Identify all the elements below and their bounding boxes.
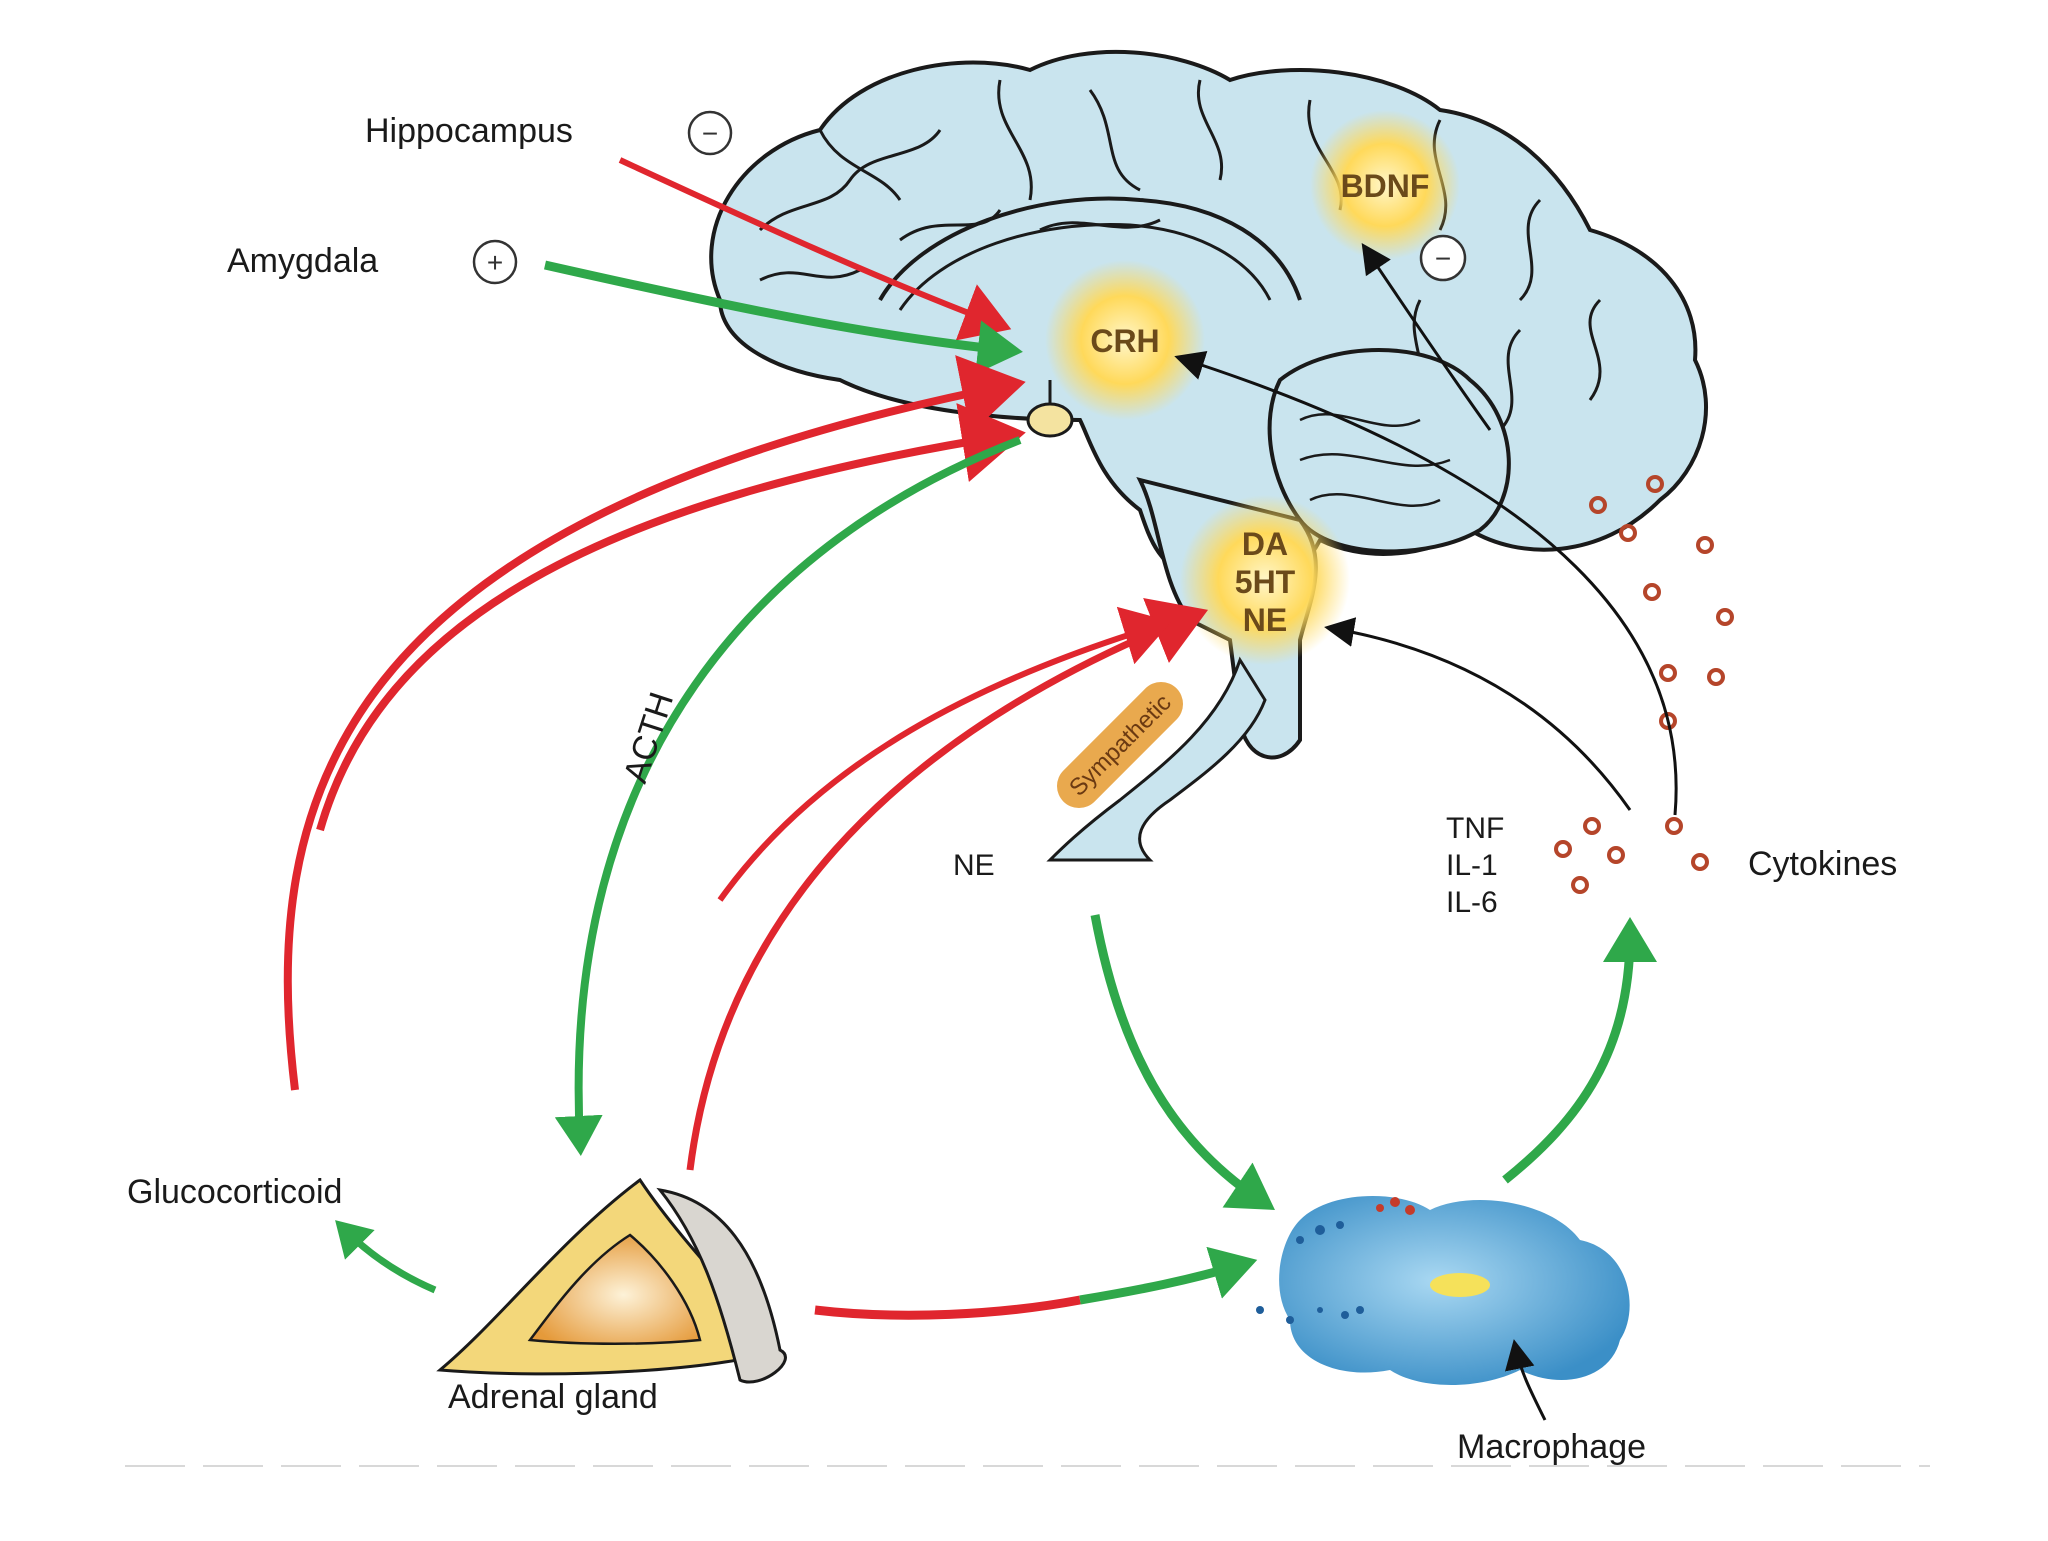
arrow-hippocampus-crh bbox=[618, 157, 1012, 341]
node-bdnf: BDNF bbox=[1310, 110, 1460, 260]
adrenal-gland-label: Adrenal gland bbox=[448, 1378, 658, 1416]
corpus-callosum-inner bbox=[898, 222, 1272, 311]
arrow-acth bbox=[554, 436, 1022, 1156]
svg-text:+: + bbox=[487, 247, 503, 278]
cytokine-dots bbox=[1554, 475, 1734, 894]
macrophage bbox=[1256, 1196, 1630, 1385]
acth-label: ACTH bbox=[616, 688, 681, 788]
hippocampus-label: Hippocampus bbox=[365, 112, 573, 150]
bdnf-sign: − bbox=[1419, 234, 1467, 282]
crh-label: CRH bbox=[1090, 323, 1159, 359]
arrow-macrophage-pointer bbox=[1505, 1339, 1547, 1421]
amygdala-label: Amygdala bbox=[227, 242, 378, 280]
node-crh: CRH bbox=[1045, 260, 1205, 420]
arrow-amygdala-crh bbox=[544, 260, 1023, 375]
5ht-label: 5HT bbox=[1235, 564, 1296, 600]
arrow-adrenal-monoamines bbox=[686, 597, 1209, 1171]
glucocorticoid-label: Glucocorticoid bbox=[127, 1173, 342, 1211]
arrow-adrenal-macrophage-green bbox=[1079, 1246, 1258, 1305]
da-label: DA bbox=[1242, 526, 1288, 562]
macrophage-nucleus bbox=[1430, 1273, 1490, 1297]
bdnf-label: BDNF bbox=[1341, 168, 1430, 204]
arrow-cytokines-bdnf bbox=[1361, 243, 1492, 431]
amygdala-sign: + bbox=[472, 239, 518, 285]
arrow-glucocorticoid-hypothalamus bbox=[283, 355, 1026, 1091]
il6-label: IL-6 bbox=[1446, 886, 1498, 919]
hippocampus-sign: − bbox=[687, 110, 733, 156]
arrow-adrenal-monoamines-2 bbox=[717, 606, 1172, 902]
tnf-label: TNF bbox=[1446, 812, 1504, 845]
adrenal-gland bbox=[436, 1177, 787, 1384]
ne-label: NE bbox=[953, 849, 995, 882]
pituitary bbox=[1026, 402, 1074, 438]
arrow-cytokines-monoamines bbox=[1324, 617, 1632, 811]
cytokines-label: Cytokines bbox=[1748, 845, 1897, 883]
node-monoamines: DA 5HT NE bbox=[1180, 495, 1350, 665]
macrophage-label: Macrophage bbox=[1457, 1428, 1646, 1466]
ne-node-label: NE bbox=[1243, 602, 1287, 638]
arrow-ne-macrophage bbox=[1090, 914, 1275, 1210]
arrow-adrenal-macrophage-red bbox=[814, 1295, 1081, 1320]
il1-label: IL-1 bbox=[1446, 849, 1498, 882]
arrow-glucocorticoid-pituitary bbox=[316, 403, 1026, 832]
arrow-macrophage-cytokines bbox=[1502, 917, 1657, 1184]
corpus-callosum bbox=[878, 196, 1302, 301]
svg-text:−: − bbox=[1435, 243, 1451, 274]
cerebellum bbox=[1267, 348, 1511, 554]
arrow-cytokines-crh bbox=[1174, 351, 1678, 816]
macrophage-granules bbox=[1256, 1221, 1364, 1324]
arrow-adrenal-glucocorticoid bbox=[335, 1220, 437, 1294]
brain bbox=[709, 49, 1708, 760]
sympathetic-nerve: Sympathetic bbox=[1046, 656, 1267, 862]
svg-text:−: − bbox=[702, 118, 718, 149]
macrophage-secretions bbox=[1376, 1197, 1415, 1215]
